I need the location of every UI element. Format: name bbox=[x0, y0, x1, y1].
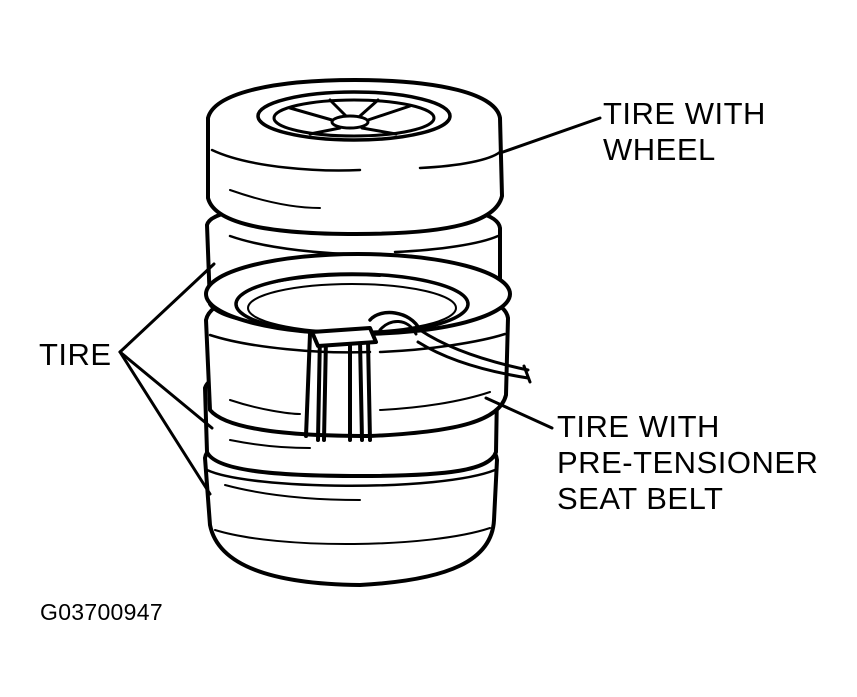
figure-code: G03700947 bbox=[40, 599, 163, 625]
upper-middle-tire bbox=[204, 204, 512, 336]
leader-lines bbox=[118, 116, 602, 496]
seat-belt bbox=[304, 310, 532, 442]
label-tire-with-pretensioner-line-2: PRE-TENSIONER bbox=[557, 445, 819, 480]
top-tire-with-wheel bbox=[206, 78, 504, 236]
label-tire-with-wheel: TIRE WITH WHEEL bbox=[603, 96, 766, 168]
leader-tire-middle bbox=[118, 350, 214, 430]
label-tire-with-pretensioner-line-1: TIRE WITH bbox=[557, 409, 720, 444]
leader-tire-with-pretensioner bbox=[484, 396, 554, 430]
leader-tire-upper bbox=[118, 262, 216, 354]
leader-tire-lower bbox=[118, 350, 212, 496]
leader-tire-with-wheel bbox=[501, 116, 602, 154]
label-tire: TIRE bbox=[39, 337, 112, 372]
label-tire-with-pretensioner: TIRE WITH PRE-TENSIONER SEAT BELT bbox=[557, 409, 818, 517]
label-tire-with-wheel-line-1: TIRE WITH bbox=[603, 96, 766, 131]
label-tire-with-pretensioner-line-3: SEAT BELT bbox=[557, 481, 724, 516]
label-tire-with-wheel-line-2: WHEEL bbox=[603, 132, 716, 167]
